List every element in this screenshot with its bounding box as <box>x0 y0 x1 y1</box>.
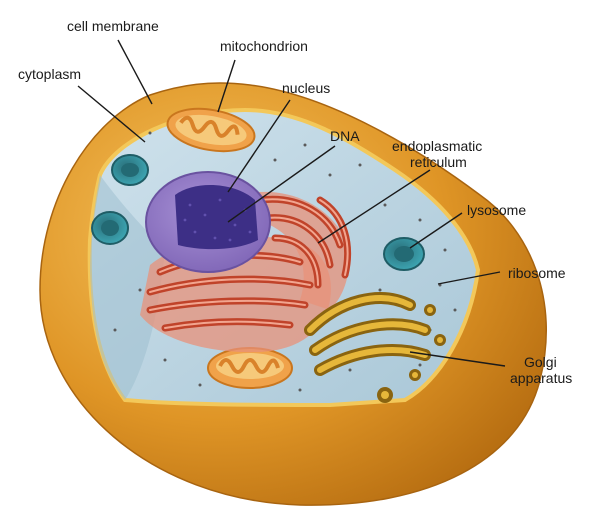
nucleus-cut <box>175 184 258 250</box>
lysosome-vesicles <box>91 154 425 271</box>
label-golgi-line2: apparatus <box>510 370 573 386</box>
label-lysosome: lysosome <box>467 202 527 218</box>
label-nucleus: nucleus <box>282 80 331 96</box>
label-ribosome: ribosome <box>508 265 566 281</box>
label-cytoplasm: cytoplasm <box>18 66 82 82</box>
label-er-line2: reticulum <box>410 154 467 170</box>
label-er-line1: endoplasmatic <box>392 138 483 154</box>
nucleus <box>145 171 271 273</box>
mitochondrion-top <box>166 107 256 153</box>
label-cell-membrane: cell membrane <box>67 18 159 34</box>
label-mitochondrion: mitochondrion <box>220 38 308 54</box>
label-dna: DNA <box>330 128 360 144</box>
leader-lines <box>77 39 506 367</box>
mitochondrion-bottom <box>207 347 293 389</box>
label-golgi-line1: Golgi <box>524 354 557 370</box>
